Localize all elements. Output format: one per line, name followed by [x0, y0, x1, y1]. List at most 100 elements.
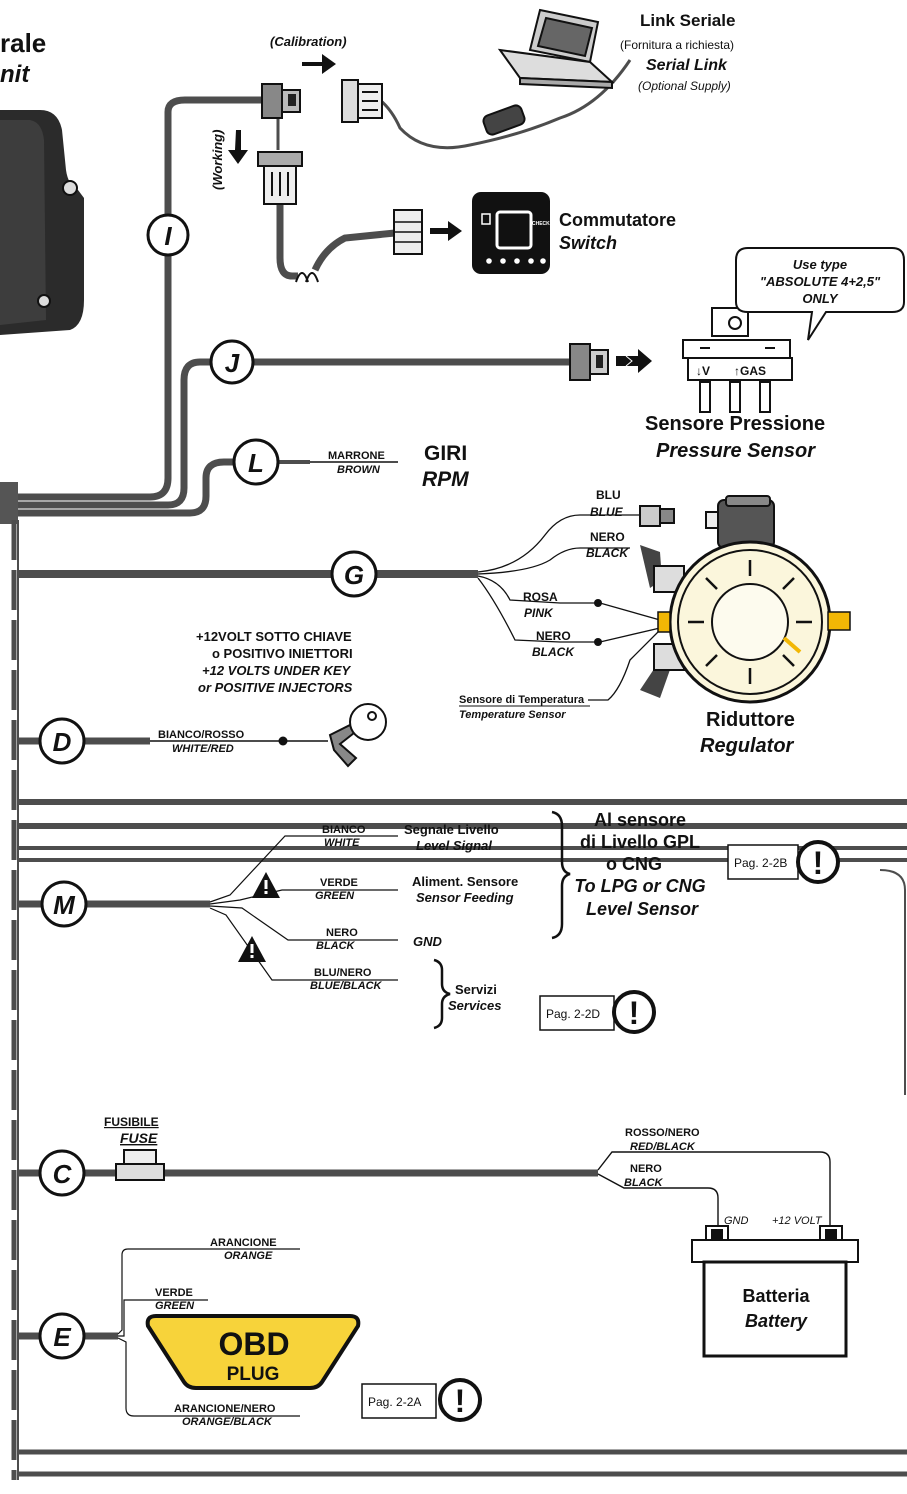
branch-j-wire: [18, 358, 570, 509]
exclamation-icon: !: [455, 1383, 466, 1419]
switch-en: Switch: [559, 233, 617, 253]
level-wire4-en: BLUE/BLACK: [310, 980, 383, 992]
battery-icon: [691, 1225, 859, 1358]
reg-rosa-it: ROSA: [523, 590, 558, 604]
connector-badge-m: M: [40, 880, 88, 928]
obd-wire3-it: ARANCIONE/NERO: [174, 1403, 276, 1415]
key-wire-it: BIANCO/ROSSO: [158, 729, 245, 741]
switch-connector: [393, 209, 462, 255]
reg-nero2-it: NERO: [536, 629, 571, 643]
page-ref-2d: Pag. 2-2D !: [539, 990, 656, 1034]
calibration-arrow: [302, 54, 336, 74]
gnd-label: GND: [413, 934, 443, 949]
temp-sensor-en: Temperature Sensor: [459, 709, 566, 721]
battery-plus: +12 VOLT: [772, 1215, 823, 1227]
pressure-note-bubble: [735, 247, 905, 341]
serial-link-en: Serial Link: [646, 57, 728, 74]
serial-link-it: Link Seriale: [640, 11, 735, 30]
working-socket: [257, 151, 303, 205]
switch-check-label: CHECK: [532, 221, 550, 227]
pressure-sensor-icon: [682, 307, 793, 413]
level-sensor-it-2: di Livello GPL: [580, 832, 700, 852]
level-wire1-en: WHITE: [324, 837, 360, 849]
pressure-note-line3: ONLY: [802, 291, 838, 306]
exclamation-icon: !: [629, 995, 640, 1031]
exclamation-icon: !: [813, 845, 824, 881]
branch-m-wire: [18, 835, 398, 981]
branch-i-wire: [18, 59, 632, 501]
reg-nero1-it: NERO: [590, 530, 625, 544]
branch-e-wire: [18, 1248, 300, 1417]
obd-wire1-it: ARANCIONE: [210, 1237, 277, 1249]
regulator-icon: [640, 540, 851, 704]
services-en: Services: [448, 998, 502, 1013]
ecu-unit: [0, 110, 84, 335]
obd-wire2-en: GREEN: [155, 1300, 195, 1312]
warning-triangle-icon-2: [238, 936, 266, 962]
cable-break-symbol: [295, 272, 319, 283]
battery-red-it: ROSSO/NERO: [625, 1127, 700, 1139]
connector-e-label: E: [53, 1322, 71, 1352]
calibration-connector: [261, 83, 301, 119]
calibration-label: (Calibration): [270, 34, 347, 49]
level-sensor-en-1: To LPG or CNG: [574, 876, 705, 896]
level-wire3-it: NERO: [326, 927, 358, 939]
sensor-feed-en: Sensor Feeding: [416, 890, 514, 905]
reg-nero1-en: BLACK: [586, 546, 629, 560]
reg-nero2-en: BLACK: [532, 645, 575, 659]
level-wire1-it: BIANCO: [322, 824, 366, 836]
level-sensor-en-2: Level Sensor: [586, 899, 699, 919]
obd-title: OBD: [218, 1326, 289, 1362]
key-icon: [328, 703, 387, 768]
regulator-en: Regulator: [700, 735, 795, 757]
pressure-note-line1: Use type: [793, 257, 847, 272]
page-ref-2d-label: Pag. 2-2D: [546, 1007, 600, 1021]
key-line4: or POSITIVE INJECTORS: [198, 680, 353, 695]
obd-plug-icon: [145, 1314, 361, 1390]
obd-wire1-en: ORANGE: [224, 1250, 273, 1262]
connector-j-label: J: [225, 348, 240, 378]
level-wire2-it: VERDE: [320, 877, 358, 889]
level-sensor-it-1: Al sensore: [594, 810, 686, 830]
services-it: Servizi: [455, 982, 497, 997]
pressure-note-line2: "ABSOLUTE 4+2,5": [760, 274, 881, 289]
serial-supply-en: (Optional Supply): [638, 79, 731, 93]
rpm-wire-en: BROWN: [337, 464, 381, 476]
connector-i-label: I: [164, 221, 172, 251]
header-title-fragment: rale: [0, 28, 46, 58]
fuse-it: FUSIBILE: [104, 1115, 159, 1129]
key-line2: o POSITIVO INIETTORI: [212, 646, 353, 661]
connector-badge-j: J: [209, 339, 255, 385]
header-subtitle-fragment: nit: [0, 61, 30, 88]
rpm-wire-it: MARRONE: [328, 450, 385, 462]
level-signal-en: Level Signal: [416, 838, 492, 853]
warning-triangle-icon: [252, 872, 280, 898]
reg-blu-it: BLU: [596, 488, 621, 502]
main-harness: [0, 482, 19, 1480]
serial-supply-it-text: (Fornitura a richiesta): [620, 38, 734, 52]
connector-g-label: G: [344, 560, 364, 590]
connector-badge-i: I: [146, 213, 190, 257]
fuse-icon: [115, 1149, 165, 1181]
level-wire2-en: GREEN: [315, 890, 355, 902]
level-wire3-en: BLACK: [316, 940, 356, 952]
laptop-icon: [497, 8, 615, 90]
rpm-en: RPM: [422, 468, 469, 491]
level-sensor-it-3: o CNG: [606, 854, 662, 874]
fuse-en: FUSE: [120, 1130, 158, 1146]
pressure-sensor-it: Sensore Pressione: [645, 413, 825, 435]
level-signal-it: Segnale Livello: [404, 822, 499, 837]
reg-blu-en: BLUE: [590, 505, 624, 519]
rpm-it: GIRI: [424, 442, 467, 465]
pressure-connector: [569, 343, 652, 381]
serial-ferrite: [482, 104, 526, 136]
connector-d-label: D: [53, 727, 72, 757]
page-ref-2b-label: Pag. 2-2B: [734, 856, 787, 870]
battery-black-en: BLACK: [624, 1177, 664, 1189]
connector-badge-l: L: [232, 438, 280, 486]
reg-rosa-en: PINK: [524, 606, 554, 620]
serial-plug: [341, 79, 383, 123]
connector-c-label: C: [53, 1159, 73, 1189]
